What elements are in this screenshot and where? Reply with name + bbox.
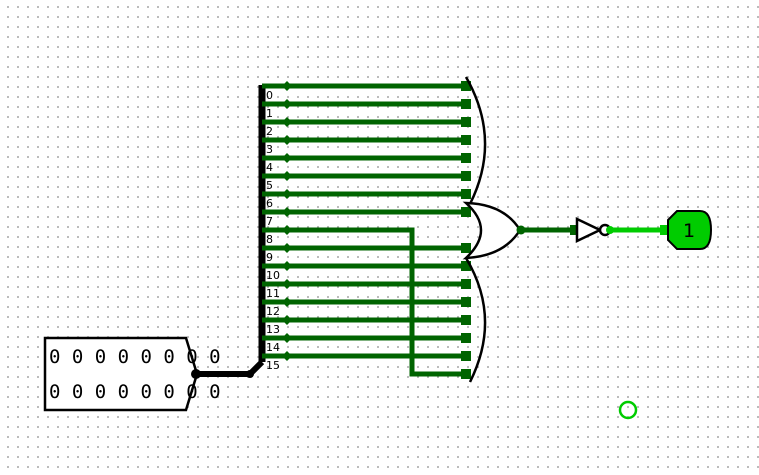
gate-input-port-5 [461,171,471,181]
gate-input-port-7 [461,207,471,217]
or-gate-upper[interactable] [464,76,487,205]
output-probe[interactable]: 1 [667,210,713,250]
or-gate-lower[interactable] [464,257,487,383]
splitter-bit-label-6: 6 [266,197,273,210]
gate-input-port-10 [461,261,471,271]
gate-input-port-12 [461,297,471,307]
not-input-port [570,225,580,235]
splitter-bit-label-1: 1 [266,107,273,120]
splitter-bit-label-8: 8 [266,233,273,246]
gate-input-port-13 [461,315,471,325]
splitter-fanout [262,81,471,379]
gate-input-port-1 [461,99,471,109]
splitter-bit-label-10: 10 [266,269,280,282]
input-pin-row-top: 0 0 0 0 0 0 0 0 [49,346,221,368]
splitter-bit-label-12: 12 [266,305,280,318]
not-gate[interactable] [575,217,612,243]
gate-input-port-0 [461,81,471,91]
splitter-bit-label-11: 11 [266,287,280,300]
splitter-bit-label-3: 3 [266,143,273,156]
not-output-dot [606,226,614,234]
output-probe-value: 1 [683,220,695,242]
or-output-dot [516,225,526,235]
gate-input-port-9 [461,243,471,253]
splitter-bit-label-13: 13 [266,323,280,336]
splitter-bit-label-7: 7 [266,215,273,228]
poke-cursor-icon [618,400,638,420]
splitter-bit-label-5: 5 [266,179,273,192]
splitter-bit-label-4: 4 [266,161,273,174]
or-gate-final[interactable] [462,201,522,260]
gate-input-port-11 [461,279,471,289]
gate-input-port-2 [461,117,471,127]
gate-input-port-4 [461,153,471,163]
input-pin-row-bottom: 0 0 0 0 0 0 0 0 [49,381,221,403]
splitter-bit-label-15: 15 [266,359,280,372]
bus-junction-dot [191,369,201,379]
splitter-bit-label-2: 2 [266,125,273,138]
splitter-bit-label-9: 9 [266,251,273,264]
bit8-route-wire[interactable] [287,227,466,377]
splitter-bit-label-14: 14 [266,341,280,354]
probe-input-port [660,225,670,235]
input-pin-16bit[interactable]: 0 0 0 0 0 0 0 0 0 0 0 0 0 0 0 0 [43,336,221,412]
gate-input-port-3 [461,135,471,145]
gate-input-port-6 [461,189,471,199]
splitter-node [246,370,254,378]
gate-input-port-15 [461,351,471,361]
gate-input-port-14 [461,333,471,343]
splitter-bit-label-0: 0 [266,89,273,102]
